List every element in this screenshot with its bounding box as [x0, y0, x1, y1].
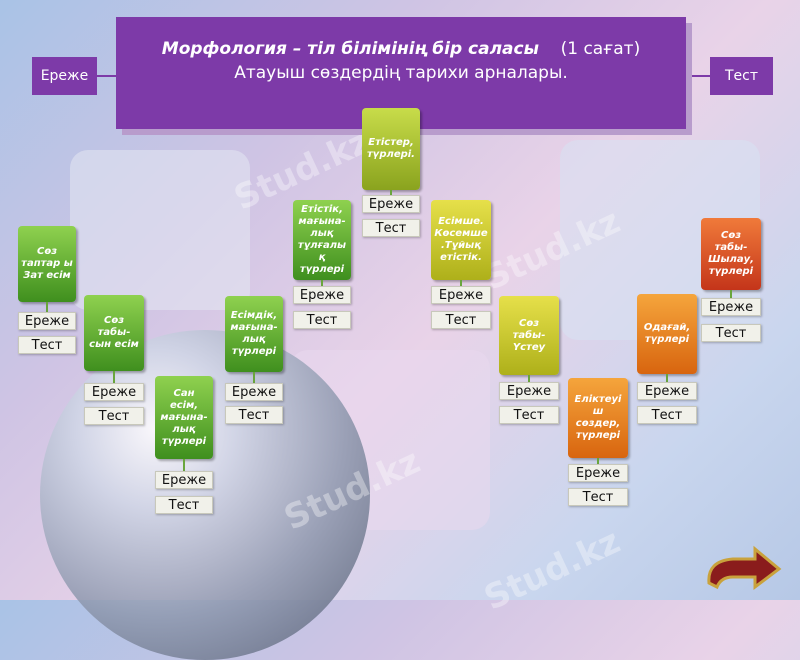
- topic-card-onomatopoeia[interactable]: Еліктеуі ш сөздер, түрлері: [568, 378, 628, 458]
- rule-button[interactable]: Ереже: [499, 382, 559, 400]
- rule-button[interactable]: Ереже: [225, 383, 283, 401]
- test-button[interactable]: Тест: [225, 406, 283, 424]
- title-hours: (1 сағат): [560, 39, 641, 59]
- topic-card-numeral[interactable]: Сан есім, мағына-лық түрлері: [155, 376, 213, 459]
- test-button[interactable]: Тест: [362, 219, 420, 237]
- header-connector: [97, 75, 119, 77]
- stem: [183, 459, 185, 471]
- test-button[interactable]: Тест: [568, 488, 628, 506]
- test-button[interactable]: Тест: [710, 57, 773, 95]
- test-button[interactable]: Тест: [293, 311, 351, 329]
- rule-button[interactable]: Ереже: [84, 383, 144, 401]
- page-subtitle: Атауыш сөздердің тарихи арналары.: [234, 63, 568, 83]
- topic-card-interjection[interactable]: Одағай, түрлері: [637, 294, 697, 374]
- topic-card-noun[interactable]: Сөз таптар ы Зат есім: [18, 226, 76, 302]
- rule-button[interactable]: Ереже: [701, 298, 761, 316]
- stem: [528, 375, 530, 382]
- topic-card-particle[interactable]: Сөз табы-Шылау, түрлері: [701, 218, 761, 290]
- test-button[interactable]: Тест: [637, 406, 697, 424]
- rule-button[interactable]: Ереже: [18, 312, 76, 330]
- rule-button[interactable]: Ереже: [32, 57, 97, 95]
- stem: [597, 458, 599, 464]
- rule-button[interactable]: Ереже: [431, 286, 491, 304]
- watermark: Stud.kz: [478, 521, 627, 619]
- page-title: Морфология – тіл білімінің бір саласы (1…: [116, 39, 686, 59]
- title-main: Морфология – тіл білімінің бір саласы: [161, 39, 539, 59]
- rule-button[interactable]: Ереже: [568, 464, 628, 482]
- test-button[interactable]: Тест: [431, 311, 491, 329]
- next-arrow-icon[interactable]: [703, 543, 783, 597]
- header-connector: [686, 75, 710, 77]
- test-button[interactable]: Тест: [18, 336, 76, 354]
- topic-card-voices[interactable]: Етістер, түрлері.: [362, 108, 420, 190]
- test-button[interactable]: Тест: [499, 406, 559, 424]
- test-button[interactable]: Тест: [155, 496, 213, 514]
- rule-button[interactable]: Ереже: [362, 195, 420, 213]
- stem: [460, 280, 462, 286]
- rule-button[interactable]: Ереже: [293, 286, 351, 304]
- topic-card-pronoun[interactable]: Есімдік, мағына-лық түрлері: [225, 296, 283, 372]
- stem: [666, 374, 668, 382]
- stem: [46, 302, 48, 312]
- stem: [390, 190, 392, 195]
- background-block: [70, 150, 250, 310]
- stem: [730, 290, 732, 298]
- stem: [321, 280, 323, 286]
- topic-card-adjective[interactable]: Сөз табы-сын есім: [84, 295, 144, 371]
- stem: [113, 371, 115, 383]
- rule-button[interactable]: Ереже: [155, 471, 213, 489]
- topic-card-participle[interactable]: Есімше. Көсемше .Тұйық етістік.: [431, 200, 491, 280]
- stem: [253, 372, 255, 383]
- rule-button[interactable]: Ереже: [637, 382, 697, 400]
- topic-card-adverb[interactable]: Сөз табы-Үстеу: [499, 296, 559, 375]
- topic-card-verb[interactable]: Етістік, мағына-лық тұлғалы қ түрлері: [293, 200, 351, 280]
- test-button[interactable]: Тест: [701, 324, 761, 342]
- test-button[interactable]: Тест: [84, 407, 144, 425]
